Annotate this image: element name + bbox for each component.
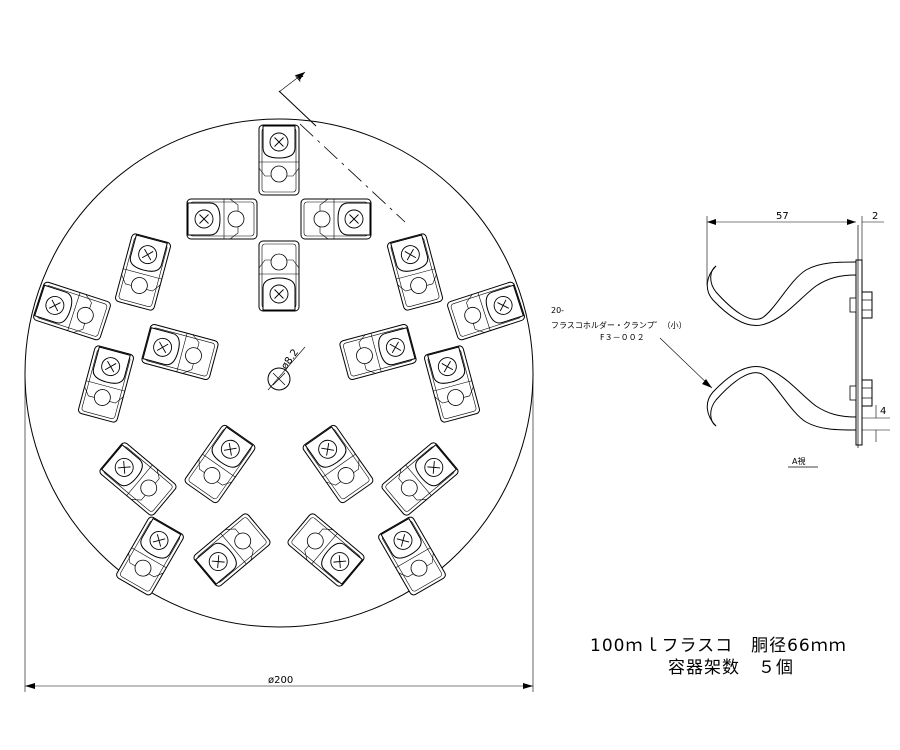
clamp-19	[191, 511, 273, 589]
callout-part-name: フラスコホルダー・クランプ゛（小）	[551, 320, 687, 330]
section-offset-label: 4	[880, 406, 886, 417]
center-hole: ø8.2	[267, 346, 306, 391]
plate-diameter-dimension: ø200	[24, 378, 534, 692]
clamp-5	[114, 232, 172, 312]
clamp-13	[97, 440, 179, 518]
clamp-11	[77, 344, 135, 424]
title-line-2: 容器架数 ５個	[668, 658, 794, 678]
section-width-label: 57	[776, 211, 789, 222]
callout-number: 20-	[551, 306, 564, 315]
clamps	[32, 124, 526, 597]
clamp-3	[300, 198, 372, 240]
clamp-7	[32, 280, 112, 342]
section-marker: A	[278, 71, 406, 223]
clamp-10	[338, 323, 418, 381]
title-line-1: 100ｍｌフラスコ 胴径66ｍｍ	[590, 636, 847, 656]
clamp-15	[183, 423, 257, 505]
clamp-12	[423, 344, 481, 424]
clamp-4	[258, 240, 300, 312]
hole-diameter-label: ø8.2	[279, 347, 301, 371]
section-thickness-label: 2	[872, 211, 878, 222]
clamp-17	[114, 515, 186, 597]
callout-part-code: F３－００２	[600, 333, 645, 342]
clamp-18	[376, 515, 448, 597]
clamp-9	[140, 323, 220, 381]
clamp-14	[379, 440, 461, 518]
section-view-clamp: 57 2 4 A視	[706, 211, 890, 468]
section-caption: A視	[792, 457, 805, 466]
plate-outline	[24, 118, 534, 628]
section-letter: A	[293, 72, 306, 84]
clamp-2	[186, 198, 258, 240]
clamp-20	[285, 511, 367, 589]
clamp-1	[258, 124, 300, 196]
clamp-8	[446, 280, 526, 342]
clamp-16	[301, 423, 375, 505]
plate-diameter-label: ø200	[268, 675, 293, 686]
part-callout: 20- フラスコホルダー・クランプ゛（小） F３－００２	[551, 306, 713, 389]
clamp-6	[386, 232, 444, 312]
